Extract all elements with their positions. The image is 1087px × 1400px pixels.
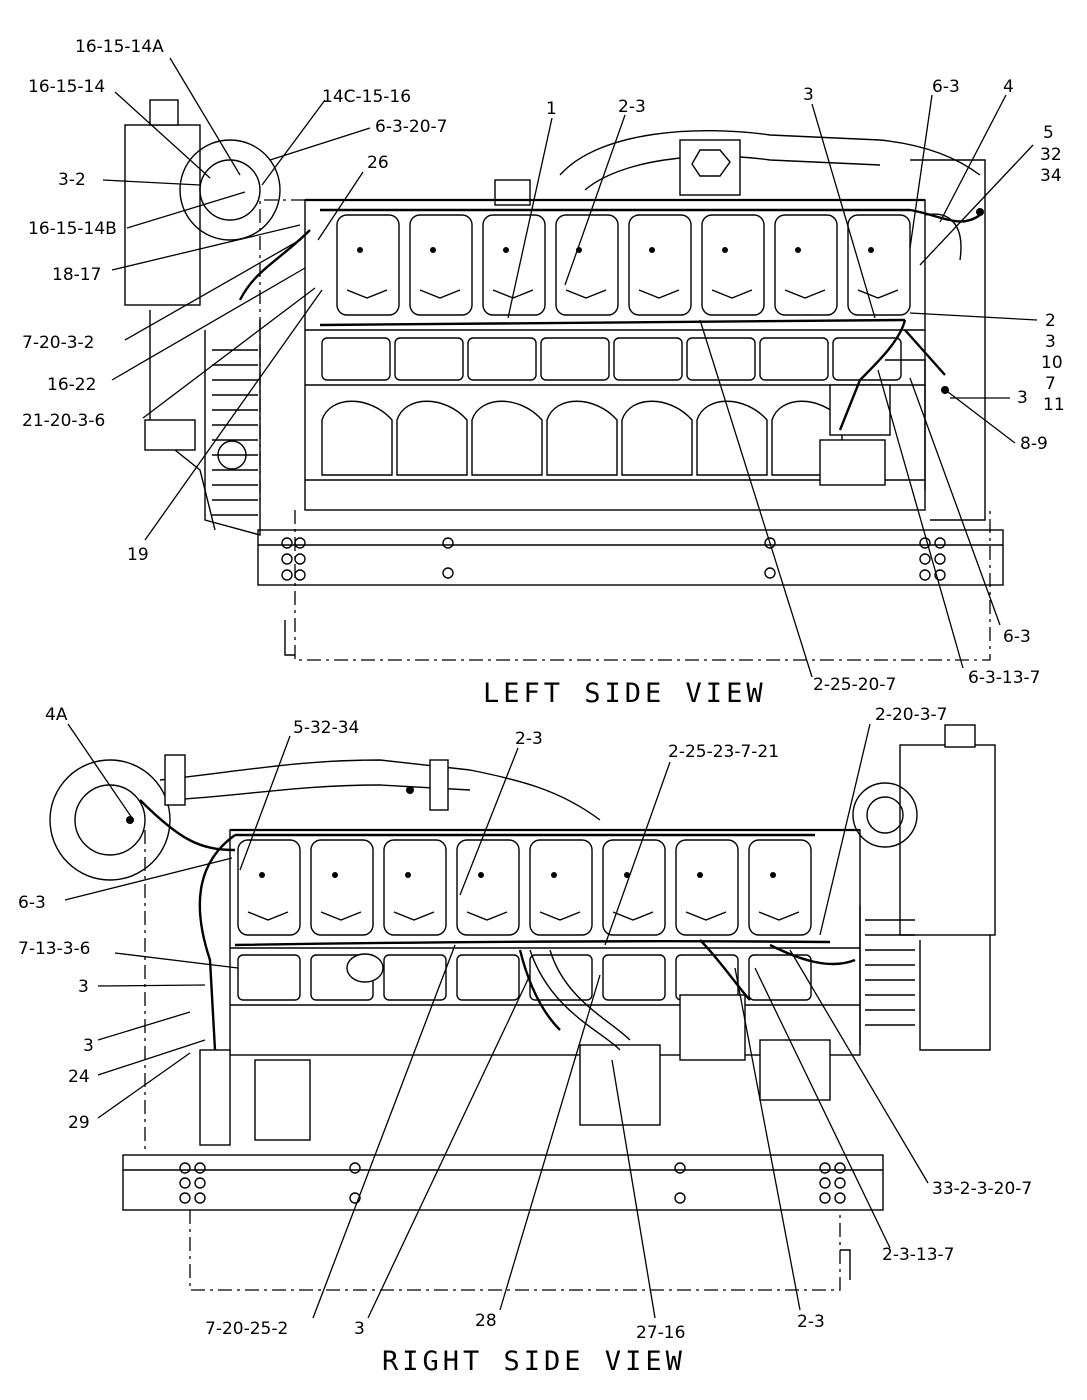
callout-label: 3 bbox=[83, 1036, 94, 1056]
callout-label: 28 bbox=[475, 1311, 497, 1331]
callout-label: 24 bbox=[68, 1067, 90, 1087]
callout-label: 6-3 bbox=[1003, 627, 1031, 647]
callout-label: 16-15-14B bbox=[28, 219, 117, 239]
callout-label: 5 bbox=[1043, 123, 1054, 143]
callout-label: 1 bbox=[546, 99, 557, 119]
callout-label: 11 bbox=[1043, 395, 1065, 415]
callout-label: 7 bbox=[1045, 374, 1056, 394]
callout-label: 3-2 bbox=[58, 170, 86, 190]
callout-label: 7-20-3-2 bbox=[22, 333, 94, 353]
callout-label: 8-9 bbox=[1020, 434, 1048, 454]
callout-label: 19 bbox=[127, 545, 149, 565]
callout-label: 33-2-3-20-7 bbox=[932, 1179, 1032, 1199]
callout-label: 32 bbox=[1040, 145, 1062, 165]
right-side-view-title: RIGHT SIDE VIEW bbox=[382, 1346, 686, 1377]
callout-label: 6-3 bbox=[18, 893, 46, 913]
callout-label: 2 bbox=[1045, 311, 1056, 331]
callout-label: 6-3-20-7 bbox=[375, 117, 447, 137]
callout-label: 2-20-3-7 bbox=[875, 705, 947, 725]
right-view-leader-lines bbox=[64, 723, 929, 1319]
callout-label: 16-22 bbox=[47, 375, 96, 395]
callout-label: 5-32-34 bbox=[293, 718, 359, 738]
callout-label: 4A bbox=[45, 705, 68, 725]
right-side-view-engine bbox=[49, 724, 996, 1291]
callout-label: 18-17 bbox=[52, 265, 101, 285]
callout-label: 27-16 bbox=[636, 1323, 685, 1343]
callout-label: 2-3-13-7 bbox=[882, 1245, 954, 1265]
callout-label: 2-3 bbox=[618, 97, 646, 117]
callout-label: 3 bbox=[354, 1319, 365, 1339]
callout-label: 16-15-14 bbox=[28, 77, 105, 97]
callout-label: 3 bbox=[78, 977, 89, 997]
callout-label: 16-15-14A bbox=[75, 37, 164, 57]
callout-label: 21-20-3-6 bbox=[22, 411, 105, 431]
callout-label: 4 bbox=[1003, 77, 1014, 97]
callout-label: 2-3 bbox=[797, 1312, 825, 1332]
left-side-view-engine bbox=[124, 99, 1004, 661]
callout-label: 3 bbox=[1017, 388, 1028, 408]
callout-label: 6-3-13-7 bbox=[968, 668, 1040, 688]
callout-label: 2-3 bbox=[515, 729, 543, 749]
callout-label: 2-25-20-7 bbox=[813, 675, 896, 695]
left-view-callouts: 16-15-14A 16-15-14 14C-15-16 6-3-20-7 3-… bbox=[22, 37, 1065, 695]
callout-label: 7-13-3-6 bbox=[18, 939, 90, 959]
left-side-view-title: LEFT SIDE VIEW bbox=[483, 678, 767, 709]
callout-label: 3 bbox=[803, 85, 814, 105]
callout-label: 10 bbox=[1041, 353, 1063, 373]
callout-label: 2-25-23-7-21 bbox=[668, 742, 779, 762]
callout-label: 7-20-25-2 bbox=[205, 1319, 288, 1339]
callout-label: 6-3 bbox=[932, 77, 960, 97]
callout-label: 29 bbox=[68, 1113, 90, 1133]
callout-label: 3 bbox=[1045, 332, 1056, 352]
right-view-callouts: 4A 5-32-34 2-3 2-25-23-7-21 2-20-3-7 6-3… bbox=[18, 705, 1032, 1343]
callout-label: 34 bbox=[1040, 166, 1062, 186]
callout-label: 14C-15-16 bbox=[322, 87, 411, 107]
callout-label: 26 bbox=[367, 153, 389, 173]
left-view-leader-lines bbox=[102, 57, 1038, 678]
